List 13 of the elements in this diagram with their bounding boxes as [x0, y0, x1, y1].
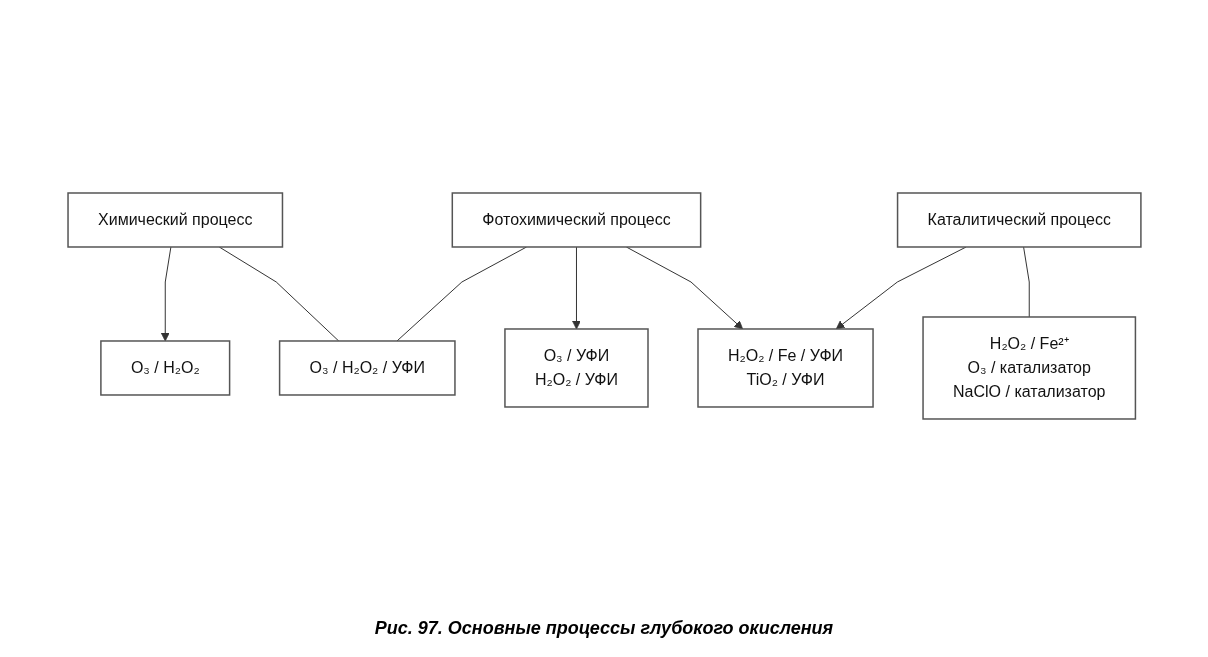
arrow [571, 246, 581, 330]
connector [396, 246, 527, 342]
node-box: O₃ / H₂O₂ [99, 340, 230, 396]
node-box: H₂O₂ / Fe²⁺ O₃ / катализатор NaClO / катализатор [921, 316, 1136, 420]
node-box: Каталитический процесс [896, 192, 1142, 248]
node-box: O₃ / УФИ H₂O₂ / УФИ [503, 328, 649, 408]
arrow [160, 246, 171, 342]
node-box: O₃ / H₂O₂ / УФИ [278, 340, 456, 396]
node-box: Фотохимический процесс [451, 192, 701, 248]
node-box: H₂O₂ / Fe / УФИ TiO₂ / УФИ [696, 328, 874, 408]
figure-caption: Рис. 97. Основные процессы глубокого окисления [374, 618, 834, 639]
connector [1022, 246, 1030, 318]
node-box: Химический процесс [66, 192, 283, 248]
